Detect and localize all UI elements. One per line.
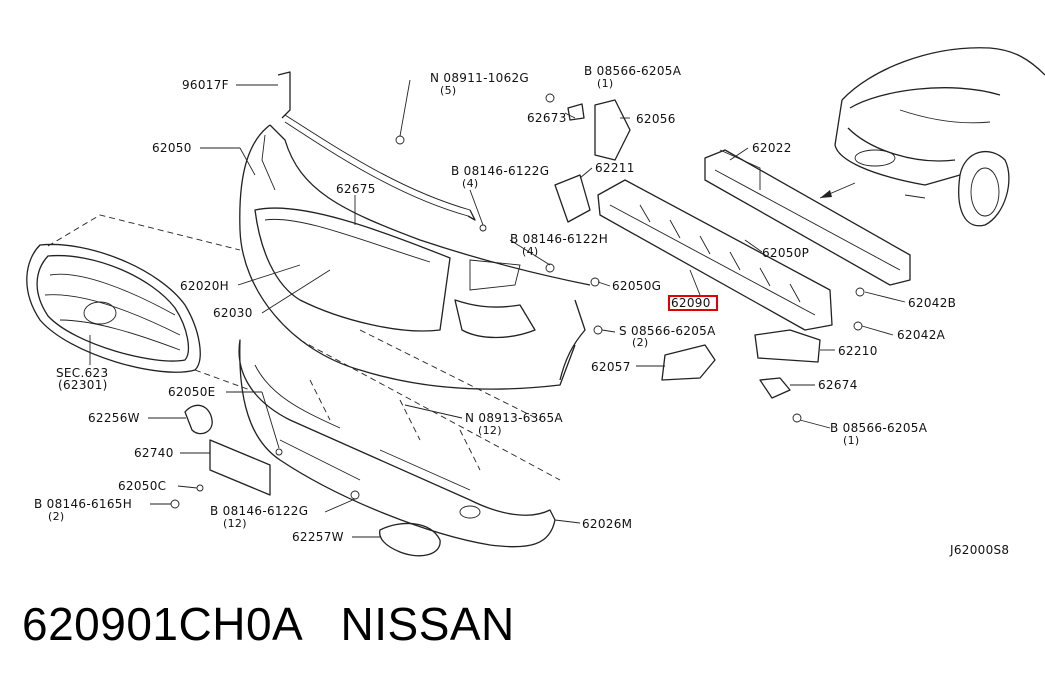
caption-part-number: 620901CH0A [22,598,301,650]
label-s08566: S 08566-6205A [619,324,716,338]
label-62675: 62675 [336,182,376,196]
stay-62210 [754,329,821,363]
label-62257w: 62257W [292,530,344,544]
label-n08911-qty: (5) [440,84,456,97]
vehicle-front-illustration [819,47,1045,227]
retainer-strip-96017f [277,71,476,221]
caption-brand: NISSAN [340,598,515,650]
label-62211: 62211 [595,161,635,175]
label-n08913-qty: (12) [478,424,502,437]
label-62256w: 62256W [88,411,140,425]
label-b08146-b: B 08146-6122H [510,232,608,246]
label-b08146-d: B 08146-6122G [210,504,308,518]
stay-62211 [554,174,591,223]
label-62050e: 62050E [168,385,216,399]
label-62042b: 62042B [908,296,956,310]
label-62673: 62673 [527,111,567,125]
label-62210: 62210 [838,344,878,358]
energy-absorber-62090 [597,179,833,331]
label-62057: 62057 [591,360,631,374]
label-62030: 62030 [213,306,253,320]
bumper-reinforcement-62022 [704,149,911,286]
label-62050g: 62050G [612,279,661,293]
bumper-fascia-62050 [239,124,591,390]
diagram-code: J62000S8 [949,543,1009,557]
label-n08911: N 08911-1062G [430,71,529,85]
fog-trim-62257w [379,522,441,557]
label-62026m: 62026M [582,517,632,531]
label-b08146-a: B 08146-6122G [451,164,549,178]
license-bracket-62740 [209,439,271,496]
lower-bumper-62026m [238,329,561,548]
part-caption: 620901CH0A NISSAN [22,597,515,667]
label-sec623: SEC.623 [56,366,108,380]
label-62050: 62050 [152,141,192,155]
label-b08566-btm-qty: (1) [843,434,859,447]
label-n08913: N 08913-6365A [465,411,563,425]
part-labels: 96017F 62050 N 08911-1062G (5) B 08566-6… [34,64,1009,557]
label-b08146-c-qty: (2) [48,510,64,523]
highlight-box-62090 [668,295,718,311]
label-62674: 62674 [818,378,858,392]
label-b08566-btm: B 08566-6205A [830,421,928,435]
label-b08146-d-qty: (12) [223,517,247,530]
label-sec623-ref: (62301) [58,378,108,392]
leader-lines [89,79,906,538]
label-b08146-b-qty: (4) [522,245,538,258]
label-62042a: 62042A [897,328,946,342]
clip-62673 [567,103,585,121]
label-b08566-top-qty: (1) [597,77,613,90]
label-62022: 62022 [752,141,792,155]
bumper-parts-diagram: 96017F 62050 N 08911-1062G (5) B 08566-6… [26,47,1045,557]
bracket-62674 [759,377,791,399]
label-96017f: 96017F [182,78,229,92]
bracket-62057 [661,344,716,381]
fasteners [170,93,865,509]
bracket-62056 [594,99,631,161]
label-62740: 62740 [134,446,174,460]
label-62050c: 62050C [118,479,166,493]
label-s08566-qty: (2) [632,336,648,349]
label-b08146-a-qty: (4) [462,177,478,190]
label-b08566-top: B 08566-6205A [584,64,682,78]
label-62056: 62056 [636,112,676,126]
label-62090: 62090 [671,296,711,310]
label-62020h: 62020H [180,279,229,293]
fog-trim-62256w [184,404,213,435]
label-62050p: 62050P [762,246,809,260]
label-b08146-c: B 08146-6165H [34,497,132,511]
front-grille [26,214,251,391]
